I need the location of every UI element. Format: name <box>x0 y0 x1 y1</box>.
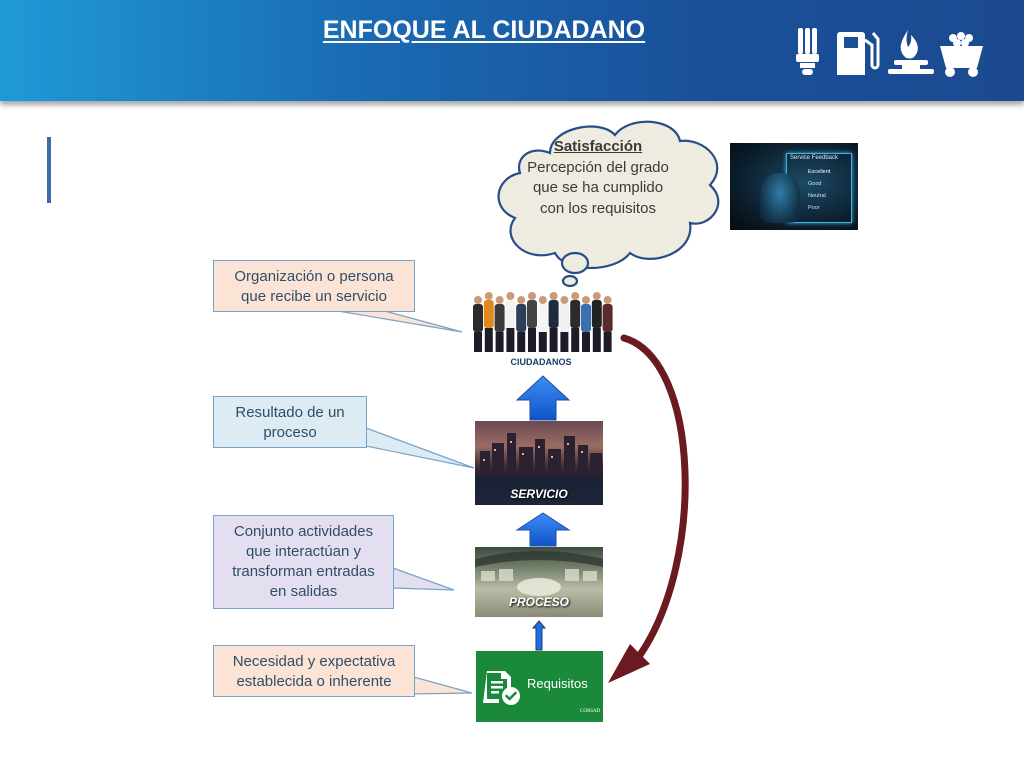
proceso-image: PROCESO <box>475 547 603 617</box>
person-figure <box>516 296 527 352</box>
city-skyline <box>475 433 603 505</box>
callout-proceso: Conjunto actividades que interactúan y t… <box>213 515 394 609</box>
requisitos-image: Requisitos CORSAD <box>476 651 603 722</box>
servicio-label: SERVICIO <box>510 487 568 501</box>
callout-requisitos: Necesidad y expectativa establecida o in… <box>213 645 415 697</box>
callout-proceso-text: Conjunto actividades que interactúan y t… <box>232 523 375 600</box>
header-icons <box>796 28 983 77</box>
corsad-logo: CORSAD <box>580 709 601 714</box>
control-room <box>475 551 603 596</box>
feedback-option-good: Good <box>808 181 822 187</box>
gas-flame-icon <box>888 30 934 74</box>
feedback-arrowhead <box>608 644 650 683</box>
callout-ciudadanos-text: Organización o persona que recibe un ser… <box>234 268 394 305</box>
person-figure <box>494 296 505 352</box>
proceso-label: PROCESO <box>508 595 569 609</box>
callout-pointer-requisitos <box>409 675 473 695</box>
feedback-curve-arrow <box>620 334 689 659</box>
mining-cart-icon <box>940 32 983 77</box>
cloud-heading: Satisfacción <box>553 138 643 155</box>
page-title: ENFOQUE AL CIUDADANO <box>322 16 646 44</box>
callout-requisitos-text: Necesidad y expectativa establecida o in… <box>232 653 396 690</box>
up-arrow-servicio-ciudadanos <box>515 375 571 421</box>
feedback-option-neutral: Neutral <box>808 193 826 199</box>
feedback-option-excellent: Excellent <box>808 169 831 175</box>
cloud-description: Percepción del grado que se ha cumplido … <box>527 158 669 217</box>
accent-bar <box>47 137 51 203</box>
callout-servicio-text: Resultado de un proceso <box>235 404 345 441</box>
person-figure <box>473 296 483 352</box>
person-figure <box>548 292 559 352</box>
light-bulb-icon <box>796 28 819 75</box>
ciudadanos-image <box>473 292 613 352</box>
checklist-document-icon <box>483 671 520 705</box>
person-figure <box>591 292 602 352</box>
cloud-text: Satisfacción Percepción del grado que se… <box>523 137 673 219</box>
person-figure <box>537 296 548 352</box>
person-figure <box>559 296 570 352</box>
requisitos-label: Requisitos <box>527 676 588 691</box>
fuel-pump-icon <box>837 32 880 75</box>
person-figure <box>570 292 581 352</box>
header-bar: ENFOQUE AL CIUDADANO <box>0 0 1024 101</box>
hand-silhouette <box>760 173 800 223</box>
service-feedback-image: Service Feedback Excellent Good Neutral … <box>730 143 858 230</box>
ciudadanos-label: CIUDADANOS <box>510 357 572 367</box>
thought-cloud <box>497 120 720 288</box>
callout-pointer-servicio <box>365 427 475 469</box>
up-arrow-proceso-servicio <box>515 512 571 547</box>
callout-pointer-ciudadanos <box>337 310 463 333</box>
callout-pointer-proceso <box>392 567 455 591</box>
person-figure <box>527 292 537 352</box>
callout-servicio: Resultado de un proceso <box>213 396 367 448</box>
callout-ciudadanos: Organización o persona que recibe un ser… <box>213 260 415 312</box>
person-figure <box>505 292 516 352</box>
servicio-image: SERVICIO <box>475 421 603 505</box>
up-arrow-requisitos-proceso <box>531 620 547 651</box>
person-figure <box>602 296 613 352</box>
feedback-option-poor: Poor <box>808 205 820 211</box>
person-figure <box>581 296 591 352</box>
person-figure <box>483 292 494 352</box>
feedback-title: Service Feedback <box>790 155 839 161</box>
